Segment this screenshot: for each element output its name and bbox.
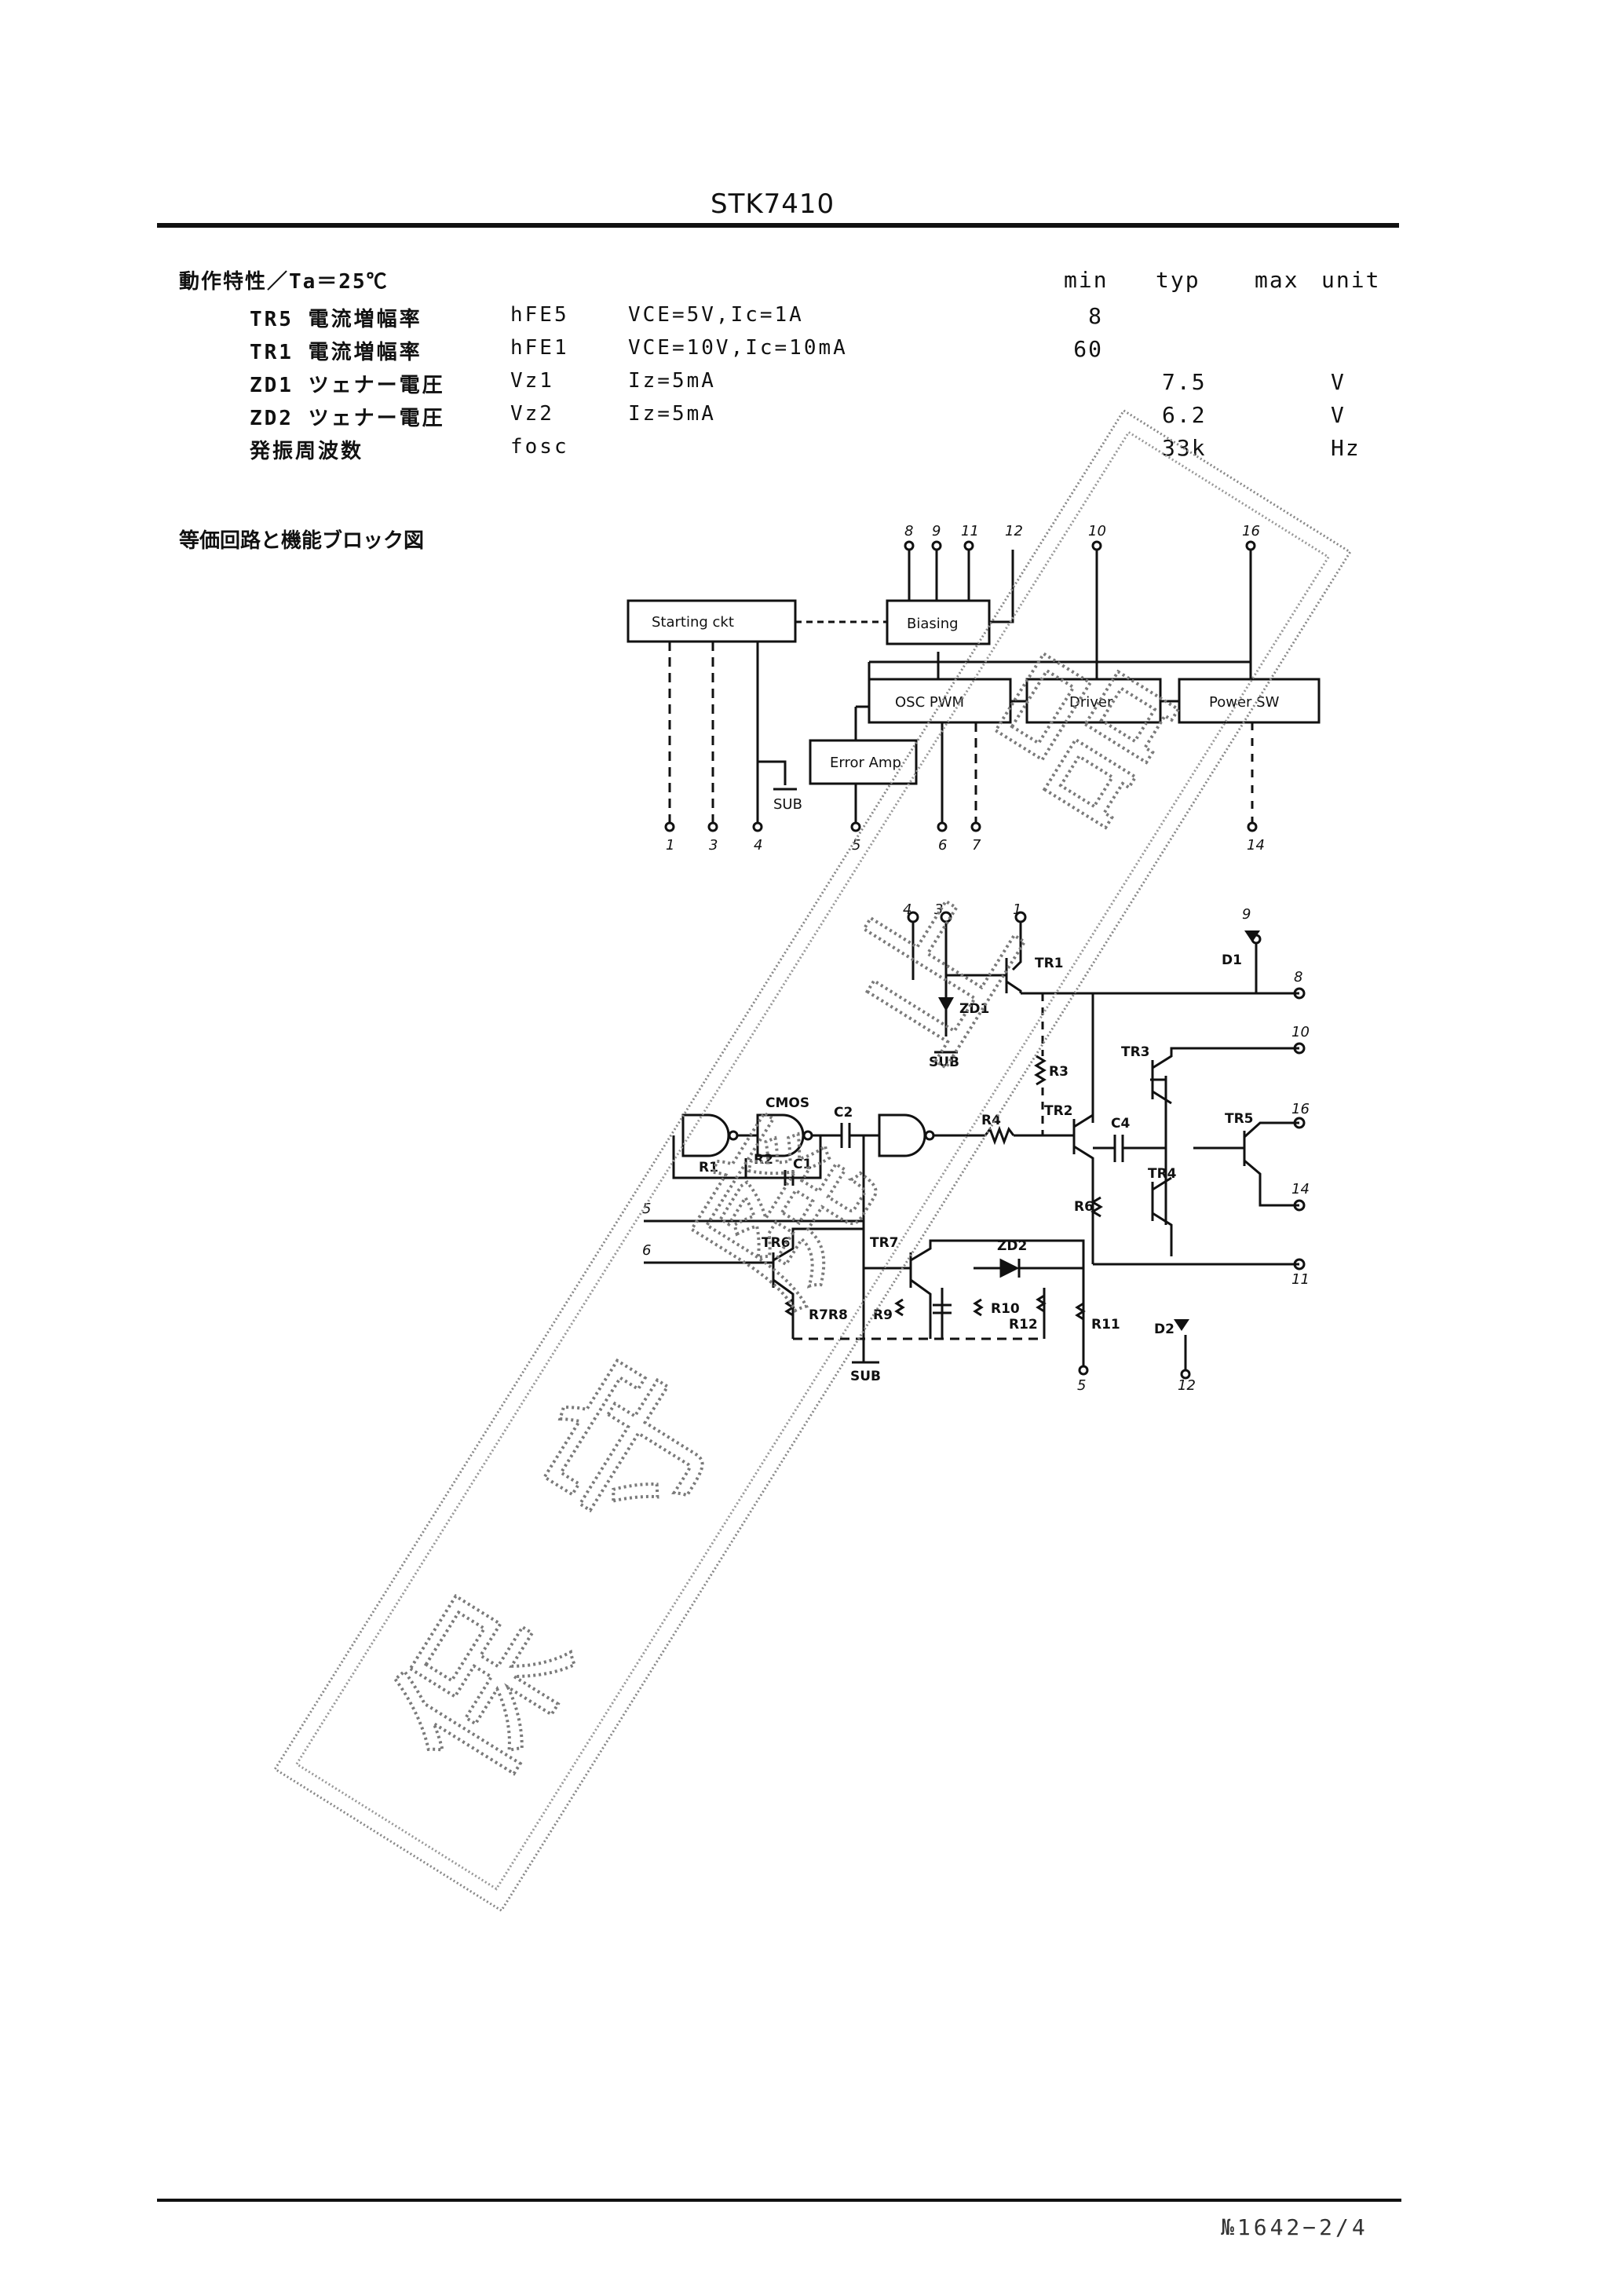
row-item: TR5 電流増幅率 bbox=[250, 308, 422, 331]
circuit-pin-6: 6 bbox=[642, 1242, 651, 1259]
label-r7r8: R7R8 bbox=[809, 1307, 848, 1323]
block-top-pin-8: 8 bbox=[904, 523, 913, 539]
row-condition: VCE=5V,Ic=1A bbox=[628, 303, 804, 327]
label-r4: R4 bbox=[981, 1113, 1001, 1128]
row-typ: 6.2 bbox=[1162, 402, 1207, 428]
label-biasing: Biasing bbox=[907, 616, 959, 632]
circuit-pin-5: 5 bbox=[642, 1201, 651, 1217]
circuit-pin-16: 16 bbox=[1291, 1101, 1310, 1117]
label-r6: R6 bbox=[1074, 1199, 1094, 1215]
row-min: 8 bbox=[1088, 303, 1103, 329]
block-bottom-pin-5: 5 bbox=[852, 837, 860, 854]
label-r9: R9 bbox=[873, 1307, 893, 1323]
circuit-pin-8: 8 bbox=[1294, 969, 1302, 985]
row-unit: V bbox=[1331, 369, 1346, 395]
row-item: TR1 電流増幅率 bbox=[250, 341, 422, 364]
block-bottom-pin-3: 3 bbox=[709, 837, 718, 854]
label-tr5: TR5 bbox=[1225, 1111, 1254, 1127]
row-typ: 7.5 bbox=[1162, 369, 1207, 395]
label-tr4: TR4 bbox=[1148, 1166, 1177, 1182]
part-number-title: STK7410 bbox=[711, 188, 835, 220]
row-item: ZD2 ツェナー電圧 bbox=[250, 407, 445, 430]
label-error-amp: Error Amp bbox=[830, 755, 901, 771]
label-c4: C4 bbox=[1111, 1116, 1130, 1132]
block-top-pin-9: 9 bbox=[932, 523, 941, 539]
circuit-pin-5b: 5 bbox=[1077, 1377, 1086, 1394]
block-bottom-pin-14: 14 bbox=[1247, 837, 1265, 854]
block-bottom-pin-1: 1 bbox=[666, 837, 674, 854]
row-symbol: Vz2 bbox=[510, 402, 554, 426]
watermark-text: 保守廃止品 bbox=[358, 511, 1270, 1812]
label-tr1: TR1 bbox=[1035, 956, 1064, 971]
block-error-amp bbox=[809, 739, 918, 785]
row-unit: Hz bbox=[1331, 435, 1361, 461]
row-unit: V bbox=[1331, 402, 1346, 428]
block-bottom-pin-6: 6 bbox=[938, 837, 947, 854]
label-r12: R12 bbox=[1009, 1317, 1038, 1333]
label-sub2: SUB bbox=[850, 1369, 881, 1384]
row-symbol: fosc bbox=[510, 435, 569, 459]
column-min: min bbox=[1064, 267, 1109, 293]
label-tr3: TR3 bbox=[1121, 1044, 1150, 1060]
row-item: 発振周波数 bbox=[250, 440, 364, 463]
circuit-pin-4: 4 bbox=[903, 901, 911, 918]
label-tr6: TR6 bbox=[762, 1235, 791, 1251]
label-osc-pwm: OSC PWM bbox=[895, 694, 964, 711]
label-zd1: ZD1 bbox=[959, 1001, 989, 1017]
label-r11: R11 bbox=[1091, 1317, 1120, 1333]
label-r3: R3 bbox=[1049, 1064, 1069, 1080]
block-section-title: 等価回路と機能ブロック図 bbox=[179, 529, 425, 553]
label-c2: C2 bbox=[834, 1105, 853, 1121]
block-top-pin-12: 12 bbox=[1005, 523, 1023, 539]
row-symbol: hFE5 bbox=[510, 303, 569, 327]
circuit-pin-10: 10 bbox=[1291, 1024, 1310, 1040]
stamp-watermark: 保守廃止品 bbox=[273, 408, 1352, 1913]
circuit-pin-1: 1 bbox=[1013, 901, 1021, 918]
header-rule bbox=[157, 223, 1399, 228]
circuit-pin-11: 11 bbox=[1291, 1271, 1310, 1288]
circuit-pin-14: 14 bbox=[1291, 1181, 1310, 1197]
label-starting-ckt: Starting ckt bbox=[652, 614, 734, 631]
footer-rule bbox=[157, 2199, 1401, 2202]
page-reference: №1642−2/4 bbox=[1221, 2214, 1368, 2240]
label-d1: D1 bbox=[1222, 952, 1242, 968]
label-tr7: TR7 bbox=[870, 1235, 899, 1251]
label-zd2: ZD2 bbox=[997, 1238, 1027, 1254]
circuit-pin-12: 12 bbox=[1178, 1377, 1196, 1394]
label-block-sub: SUB bbox=[773, 796, 802, 813]
row-condition: Iz=5mA bbox=[628, 369, 716, 393]
label-cmos: CMOS bbox=[765, 1095, 809, 1111]
column-max: max bbox=[1255, 267, 1299, 293]
row-condition: VCE=10V,Ic=10mA bbox=[628, 336, 848, 360]
row-symbol: Vz1 bbox=[510, 369, 554, 393]
row-min: 60 bbox=[1073, 336, 1103, 362]
block-bottom-pin-7: 7 bbox=[972, 837, 981, 854]
row-condition: Iz=5mA bbox=[628, 402, 716, 426]
label-c1: C1 bbox=[793, 1157, 812, 1172]
circuit-pin-3: 3 bbox=[934, 901, 943, 918]
block-top-pin-11: 11 bbox=[961, 523, 979, 539]
label-tr2: TR2 bbox=[1044, 1103, 1073, 1119]
block-bottom-pin-4: 4 bbox=[754, 837, 762, 854]
row-symbol: hFE1 bbox=[510, 336, 569, 360]
label-d2: D2 bbox=[1154, 1322, 1174, 1337]
circuit-pin-9: 9 bbox=[1242, 906, 1251, 923]
characteristics-title: 動作特性／Ta＝25℃ bbox=[179, 270, 389, 294]
label-driver: Driver bbox=[1069, 694, 1113, 711]
label-r10: R10 bbox=[991, 1301, 1020, 1317]
row-item: ZD1 ツェナー電圧 bbox=[250, 374, 445, 397]
block-top-pin-10: 10 bbox=[1088, 523, 1106, 539]
label-power-sw: Power SW bbox=[1209, 694, 1280, 711]
label-r1: R1 bbox=[699, 1160, 718, 1175]
column-unit: unit bbox=[1321, 267, 1381, 293]
label-sub1: SUB bbox=[929, 1055, 959, 1070]
block-top-pin-16: 16 bbox=[1242, 523, 1260, 539]
label-r2: R2 bbox=[754, 1152, 773, 1168]
column-typ: typ bbox=[1156, 267, 1200, 293]
